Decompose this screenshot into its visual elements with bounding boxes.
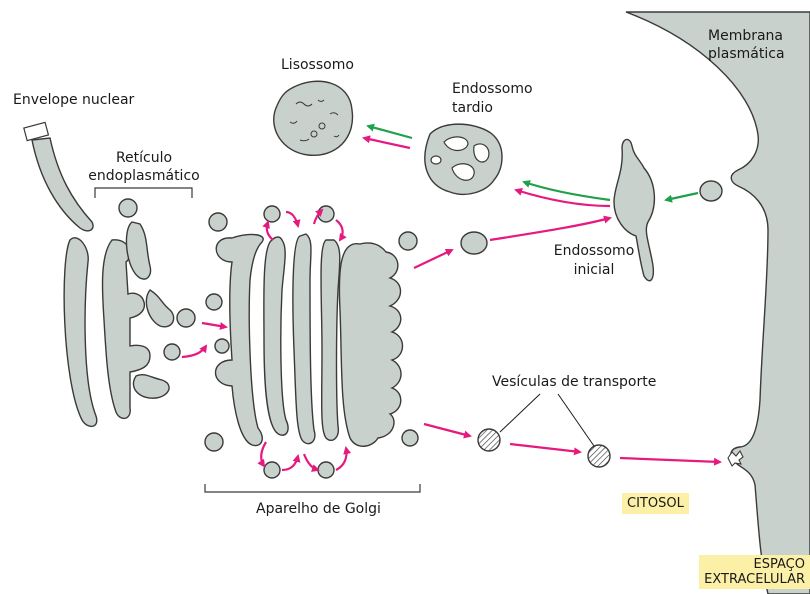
er-vesicle-3 (164, 344, 180, 360)
er-cisterna-4 (146, 290, 173, 327)
label-reticulo: Retículo endoplasmático (84, 149, 204, 185)
arrow-golgi-bot-3 (304, 454, 318, 470)
golgi-cisterna-5 (339, 243, 402, 446)
golgi-cisterna-2 (264, 237, 288, 435)
arrow-green-early-to-late (524, 182, 610, 200)
envelope-bracket (24, 122, 49, 140)
golgi-vesicle-1 (209, 213, 227, 231)
golgi-cisterna-3 (293, 234, 315, 444)
arrow-tv1-to-tv2 (510, 444, 580, 452)
er-cisterna-3 (126, 222, 150, 279)
arrow-golgi-bot-4 (336, 448, 347, 470)
golgi-bracket (205, 484, 420, 492)
golgi-vesicle-7 (205, 433, 223, 451)
vesicle-to-endosome (461, 232, 487, 254)
golgi-vesicle-3 (318, 206, 334, 222)
label-aparelho-golgi: Aparelho de Golgi (256, 501, 381, 518)
vesicle-pointer-1 (500, 394, 540, 432)
er-cisterna-1 (64, 238, 97, 427)
er-cisterna-5 (133, 375, 169, 399)
arrow-golgi-top-1 (267, 222, 273, 240)
label-endossomo-tardio: Endossomo tardio (452, 80, 533, 118)
label-membrana-plasmatica: Membrana plasmática (708, 27, 785, 63)
arrow-green-late-to-lysosome (368, 126, 412, 138)
golgi-vesicle-4 (399, 232, 417, 250)
arrow-golgi-to-vesicle (414, 250, 452, 268)
golgi-vesicle-10 (318, 462, 334, 478)
label-citosol: CITOSOL (622, 493, 689, 514)
er-vesicle-2 (177, 309, 195, 327)
transport-vesicle-2 (588, 445, 610, 467)
early-endosome-vesicle (700, 181, 722, 201)
transport-vesicle-1 (478, 429, 500, 451)
golgi-vesicle-8 (402, 430, 418, 446)
arrow-endocytic-vesicle (666, 193, 698, 200)
arrow-er-golgi-1 (202, 323, 226, 327)
golgi-vesicle-2 (264, 206, 280, 222)
lysosome (274, 81, 353, 155)
er-bracket (95, 188, 192, 198)
golgi-vesicle-6 (215, 339, 229, 353)
arrow-golgi-top-2 (286, 212, 298, 226)
label-lisossomo: Lisossomo (281, 57, 354, 74)
late-endosome-hole-2 (474, 144, 489, 162)
late-endosome-hole-4 (431, 156, 441, 164)
golgi-vesicle-9 (264, 462, 280, 478)
label-endossomo-inicial: Endossomo inicial (546, 242, 642, 280)
arrow-golgi-top-4 (336, 220, 343, 240)
label-vesiculas: Vesículas de transporte (492, 374, 656, 391)
arrow-tv2-to-membrane (620, 458, 720, 462)
vesicle-pointer-2 (558, 394, 594, 446)
label-envelope-nuclear: Envelope nuclear (13, 92, 134, 109)
golgi-vesicle-5 (206, 294, 222, 310)
arrow-late-to-lysosome (364, 138, 410, 148)
er-vesicle-1 (119, 199, 137, 217)
arrow-golgi-bot-2 (282, 456, 298, 470)
arrow-golgi-bot-1 (261, 442, 266, 466)
arrow-vesicle-to-early (490, 218, 610, 240)
arrow-er-golgi-2 (182, 346, 206, 357)
arrow-golgi-to-tv1 (424, 424, 470, 436)
label-espaco-extracelular: ESPAÇO EXTRACELULAR (699, 555, 810, 589)
golgi-cisterna-4 (321, 240, 340, 440)
